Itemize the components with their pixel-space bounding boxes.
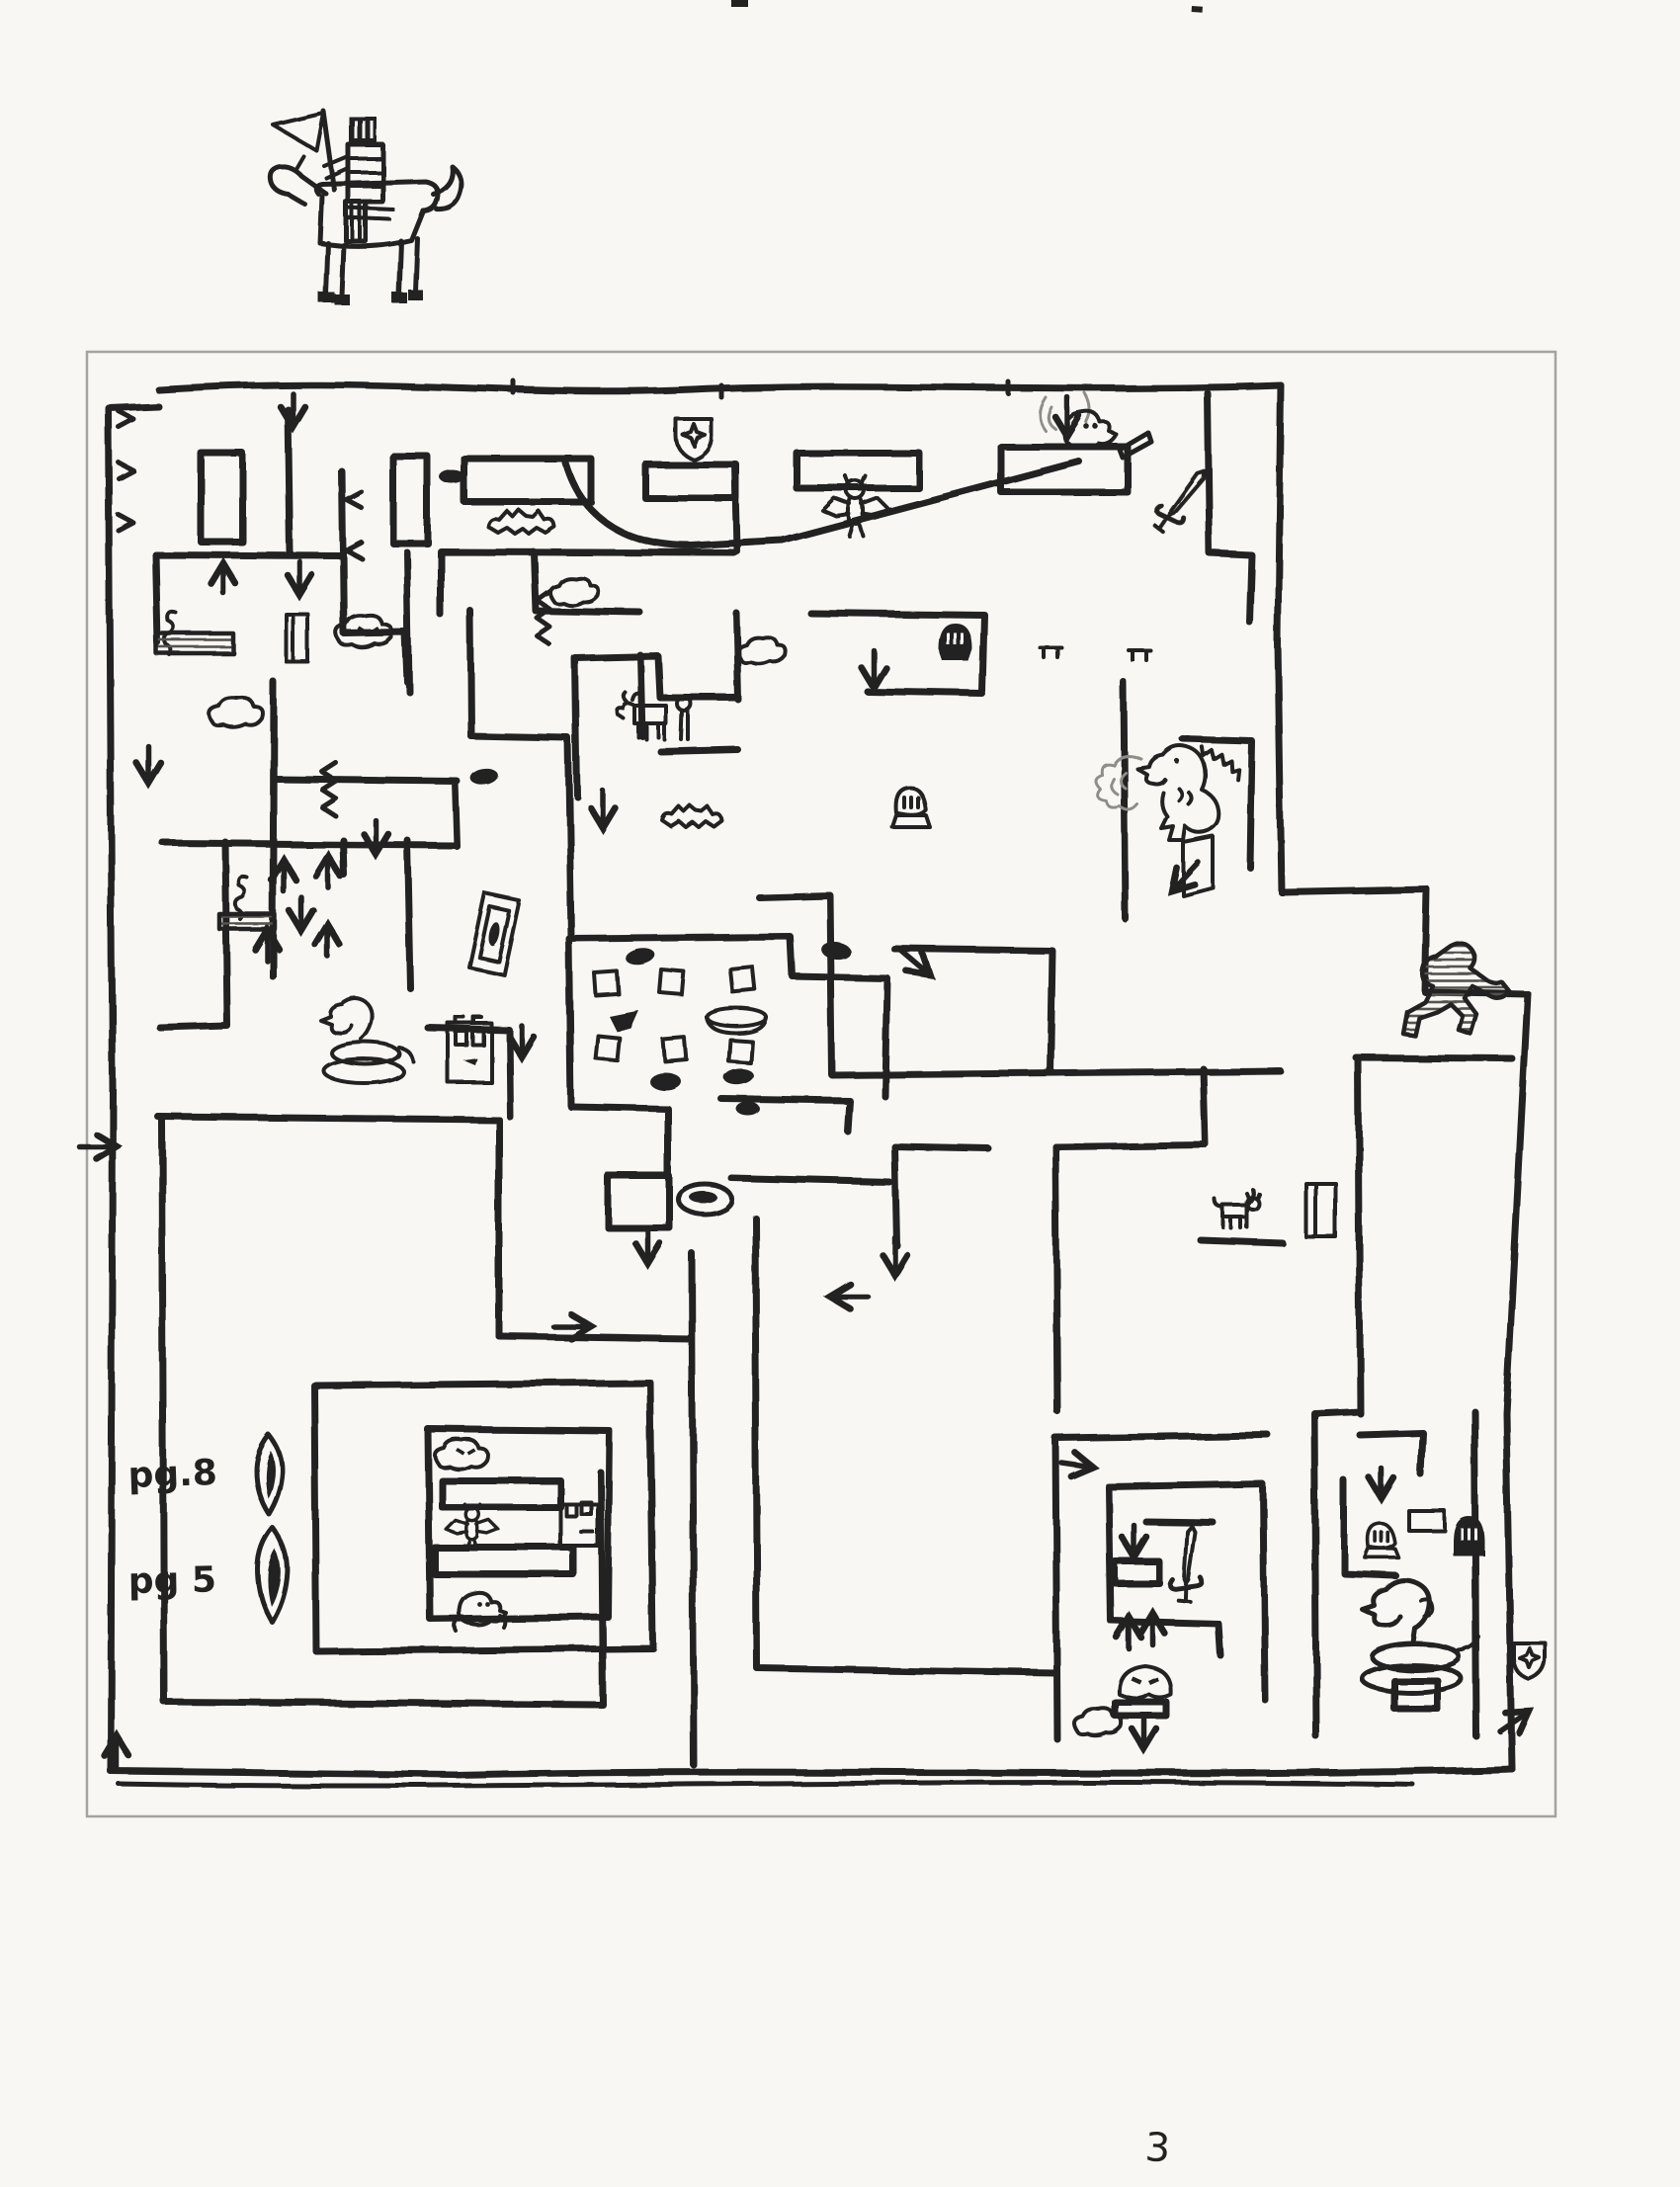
door-panel-icon — [285, 613, 1338, 1239]
ring-icon — [675, 1181, 734, 1217]
sword-icon — [1152, 468, 1207, 535]
bat-icon — [660, 803, 723, 829]
chest-icon — [558, 1500, 600, 1548]
maze-wall — [105, 379, 1532, 1789]
ghost-icon — [452, 1590, 507, 1633]
ghost-icon — [1038, 391, 1119, 451]
owl-icon — [820, 474, 891, 538]
shelf-icon — [153, 631, 278, 932]
angry-cloud-icon — [334, 613, 394, 649]
scan-marks — [731, 0, 1203, 13]
table-icon — [1038, 645, 1152, 662]
flag-pennant-icon — [271, 111, 325, 152]
cobra-on-coils-icon — [1359, 1577, 1480, 1695]
cow-icon — [614, 690, 668, 741]
loose-box-icon — [592, 965, 758, 1065]
direction-arrows — [76, 390, 1535, 1770]
smoke-scribble-icon — [1094, 754, 1143, 811]
page-number: 3 — [1143, 2125, 1171, 2171]
knight-helmet-light-icon — [1362, 1521, 1400, 1559]
dragon-icon — [1094, 744, 1241, 842]
sword-icon — [1167, 1524, 1205, 1604]
running-man-icon — [1400, 941, 1513, 1039]
goomba-icon — [1116, 1663, 1173, 1700]
knight-helmet-dark-icon — [939, 624, 972, 661]
cloud-icon — [208, 575, 1124, 1737]
ink-bean-icon — [609, 941, 851, 1090]
knight-helmet-light-icon — [891, 787, 933, 830]
shield-star-icon — [1512, 1641, 1548, 1682]
eye-token-icon — [253, 1432, 291, 1626]
bat-icon — [486, 508, 556, 536]
spring-icon — [162, 610, 249, 921]
potion-cabinet-icon — [446, 1015, 493, 1084]
snake-on-coils-icon — [318, 996, 415, 1085]
knight-on-horseback-icon — [267, 108, 463, 305]
owl-icon — [444, 1502, 501, 1551]
ink-bean-icon — [440, 470, 760, 1116]
loose-box-icon — [1406, 1508, 1446, 1532]
spike-teeth-icon — [319, 588, 552, 819]
cat-icon — [1214, 1188, 1261, 1230]
knight-helmet-dark-icon — [1453, 1516, 1484, 1556]
pencil-border — [85, 350, 1557, 1818]
picture-frame-eye-icon — [466, 891, 522, 976]
angry-cloud-icon — [433, 1437, 489, 1472]
page-ref-label-pg8: pg.8 — [127, 1453, 218, 1496]
bowl-icon — [705, 1006, 768, 1035]
club-icon — [675, 695, 693, 741]
page-ref-label-pg5: pg 5 — [127, 1559, 216, 1602]
shield-star-icon — [674, 417, 714, 462]
